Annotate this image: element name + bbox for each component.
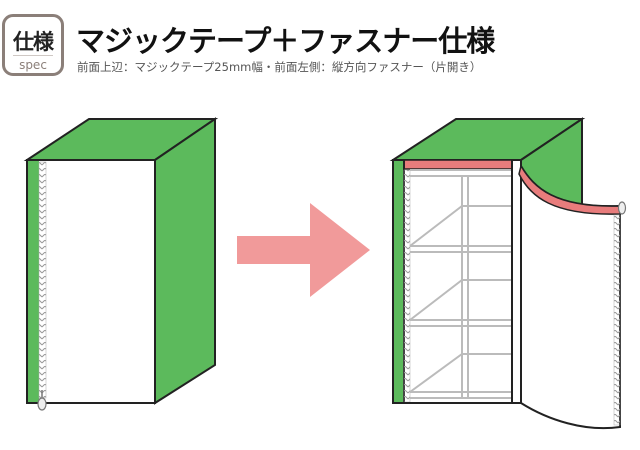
badge-divider: [13, 55, 53, 56]
open-cover: [389, 117, 627, 430]
page-subtitle: 前面上辺：マジックテープ25mm幅・前面左側：縦方向ファスナー（片開き）: [77, 60, 482, 74]
badge-label: 仕様: [13, 30, 54, 54]
closed-zipper-teeth: [38, 161, 47, 399]
flap-velcro-edge: [518, 164, 621, 215]
shelf-unit: [409, 169, 512, 399]
closed-cover-front: [26, 159, 156, 404]
flap-zipper-pull-icon: [617, 201, 627, 215]
open-cover-left-frame: [392, 159, 405, 404]
right-arrow-icon: [237, 203, 370, 297]
page-title: マジックテープ＋ファスナー仕様: [76, 24, 495, 58]
spec-badge: 仕様 spec: [2, 14, 64, 76]
badge-sublabel: spec: [19, 58, 47, 72]
closed-cover-zipper-strip: [28, 161, 39, 402]
velcro-strip: [403, 159, 522, 170]
flap-zipper-teeth: [613, 214, 621, 426]
zipper-pull-icon: [37, 390, 47, 411]
open-cover-right-frame: [511, 159, 522, 404]
closed-cover-side: [154, 117, 216, 405]
open-zipper-teeth-left: [403, 169, 411, 403]
closed-cover: [23, 117, 219, 411]
